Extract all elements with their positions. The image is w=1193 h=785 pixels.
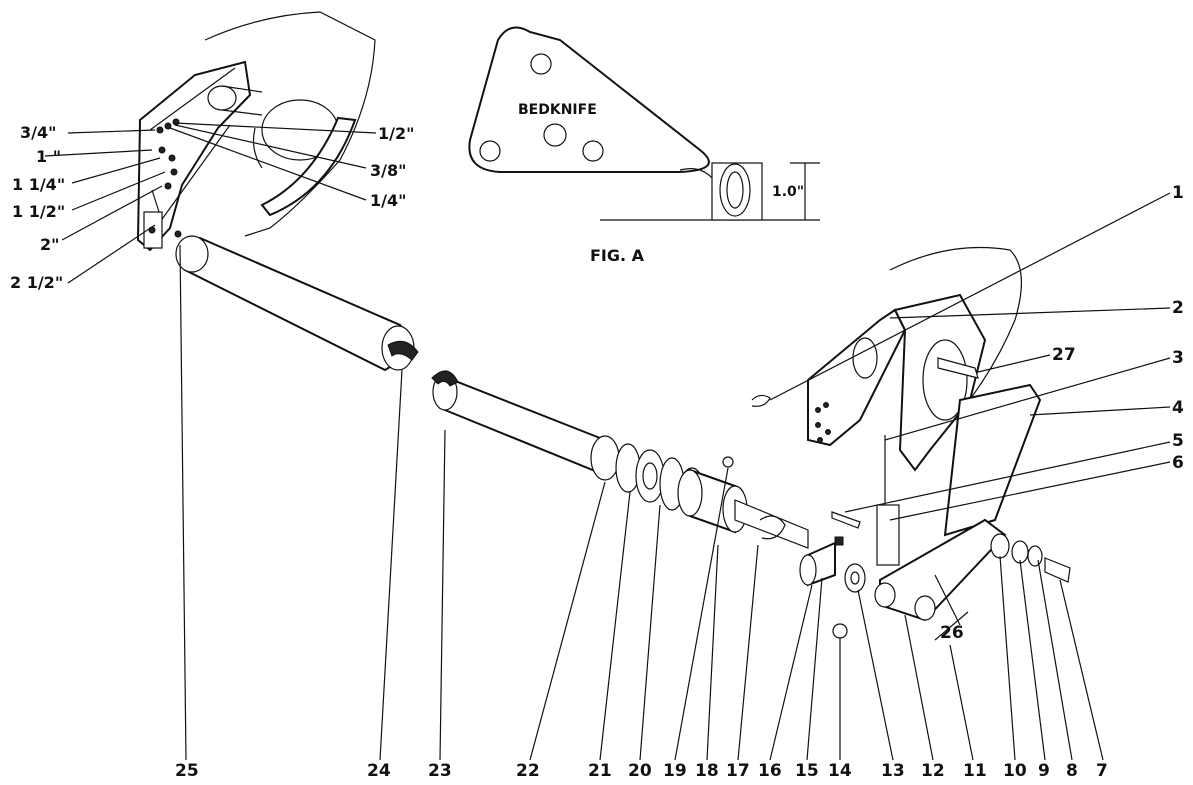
part-label-7: 7 — [1096, 761, 1108, 781]
height-label-1-2: 1/2" — [378, 124, 414, 143]
part-label-12: 12 — [921, 761, 945, 781]
part-label-16: 16 — [758, 761, 782, 781]
part-label-20: 20 — [628, 761, 652, 781]
part-label-3: 3 — [1172, 348, 1184, 368]
part-label-18: 18 — [695, 761, 719, 781]
part-label-14: 14 — [828, 761, 852, 781]
height-label-2: 2" — [40, 235, 59, 254]
part-label-22: 22 — [516, 761, 540, 781]
part-label-6: 6 — [1172, 453, 1184, 473]
part-label-21: 21 — [588, 761, 612, 781]
part-label-8: 8 — [1066, 761, 1078, 781]
part-label-23: 23 — [428, 761, 452, 781]
part-label-9: 9 — [1038, 761, 1050, 781]
height-label-1-1-4: 1 1/4" — [12, 175, 65, 194]
part-label-25: 25 — [175, 761, 199, 781]
bedknife-dimension: 1.0" — [772, 184, 804, 200]
left-height-labels: 3/4" 1 " 1 1/4" 1 1/2" 2" 2 1/2" — [10, 123, 65, 292]
bedknife-label: BEDKNIFE — [518, 102, 597, 118]
height-label-1: 1 " — [36, 147, 61, 166]
part-label-10: 10 — [1003, 761, 1027, 781]
part-label-24: 24 — [367, 761, 391, 781]
right-height-labels: 1/2" 3/8" 1/4" — [370, 124, 414, 210]
part-label-11: 11 — [963, 761, 987, 781]
part-label-5: 5 — [1172, 431, 1184, 451]
part-label-13: 13 — [881, 761, 905, 781]
collar-parts — [759, 515, 866, 639]
part-label-19: 19 — [663, 761, 687, 781]
part-label-1: 1 — [1172, 183, 1184, 203]
roller-right-section — [431, 370, 620, 481]
height-label-3-4: 3/4" — [20, 123, 56, 142]
figure-caption: FIG. A — [590, 246, 645, 265]
roller-left-section — [175, 235, 419, 372]
height-label-1-4: 1/4" — [370, 191, 406, 210]
height-label-3-8: 3/8" — [370, 161, 406, 180]
part-label-27: 27 — [1052, 345, 1076, 365]
height-label-1-1-2: 1 1/2" — [12, 202, 65, 221]
part-label-15: 15 — [795, 761, 819, 781]
left-side-plate — [136, 11, 376, 252]
part-label-4: 4 — [1172, 398, 1184, 418]
part-label-2: 2 — [1172, 298, 1184, 318]
part-label-26: 26 — [940, 623, 964, 643]
part-leader-lines — [179, 192, 1171, 761]
height-label-2-1-2: 2 1/2" — [10, 273, 63, 292]
part-label-17: 17 — [726, 761, 750, 781]
roller-hub-shaft — [677, 456, 809, 549]
figure-a-bedknife: BEDKNIFE 1.0" FIG. A — [468, 26, 820, 265]
part-number-labels: 1 2 3 4 5 6 7 8 9 10 11 12 13 14 15 16 1… — [175, 183, 1184, 781]
right-side-plate — [751, 246, 1071, 641]
height-leader-lines — [44, 122, 377, 284]
